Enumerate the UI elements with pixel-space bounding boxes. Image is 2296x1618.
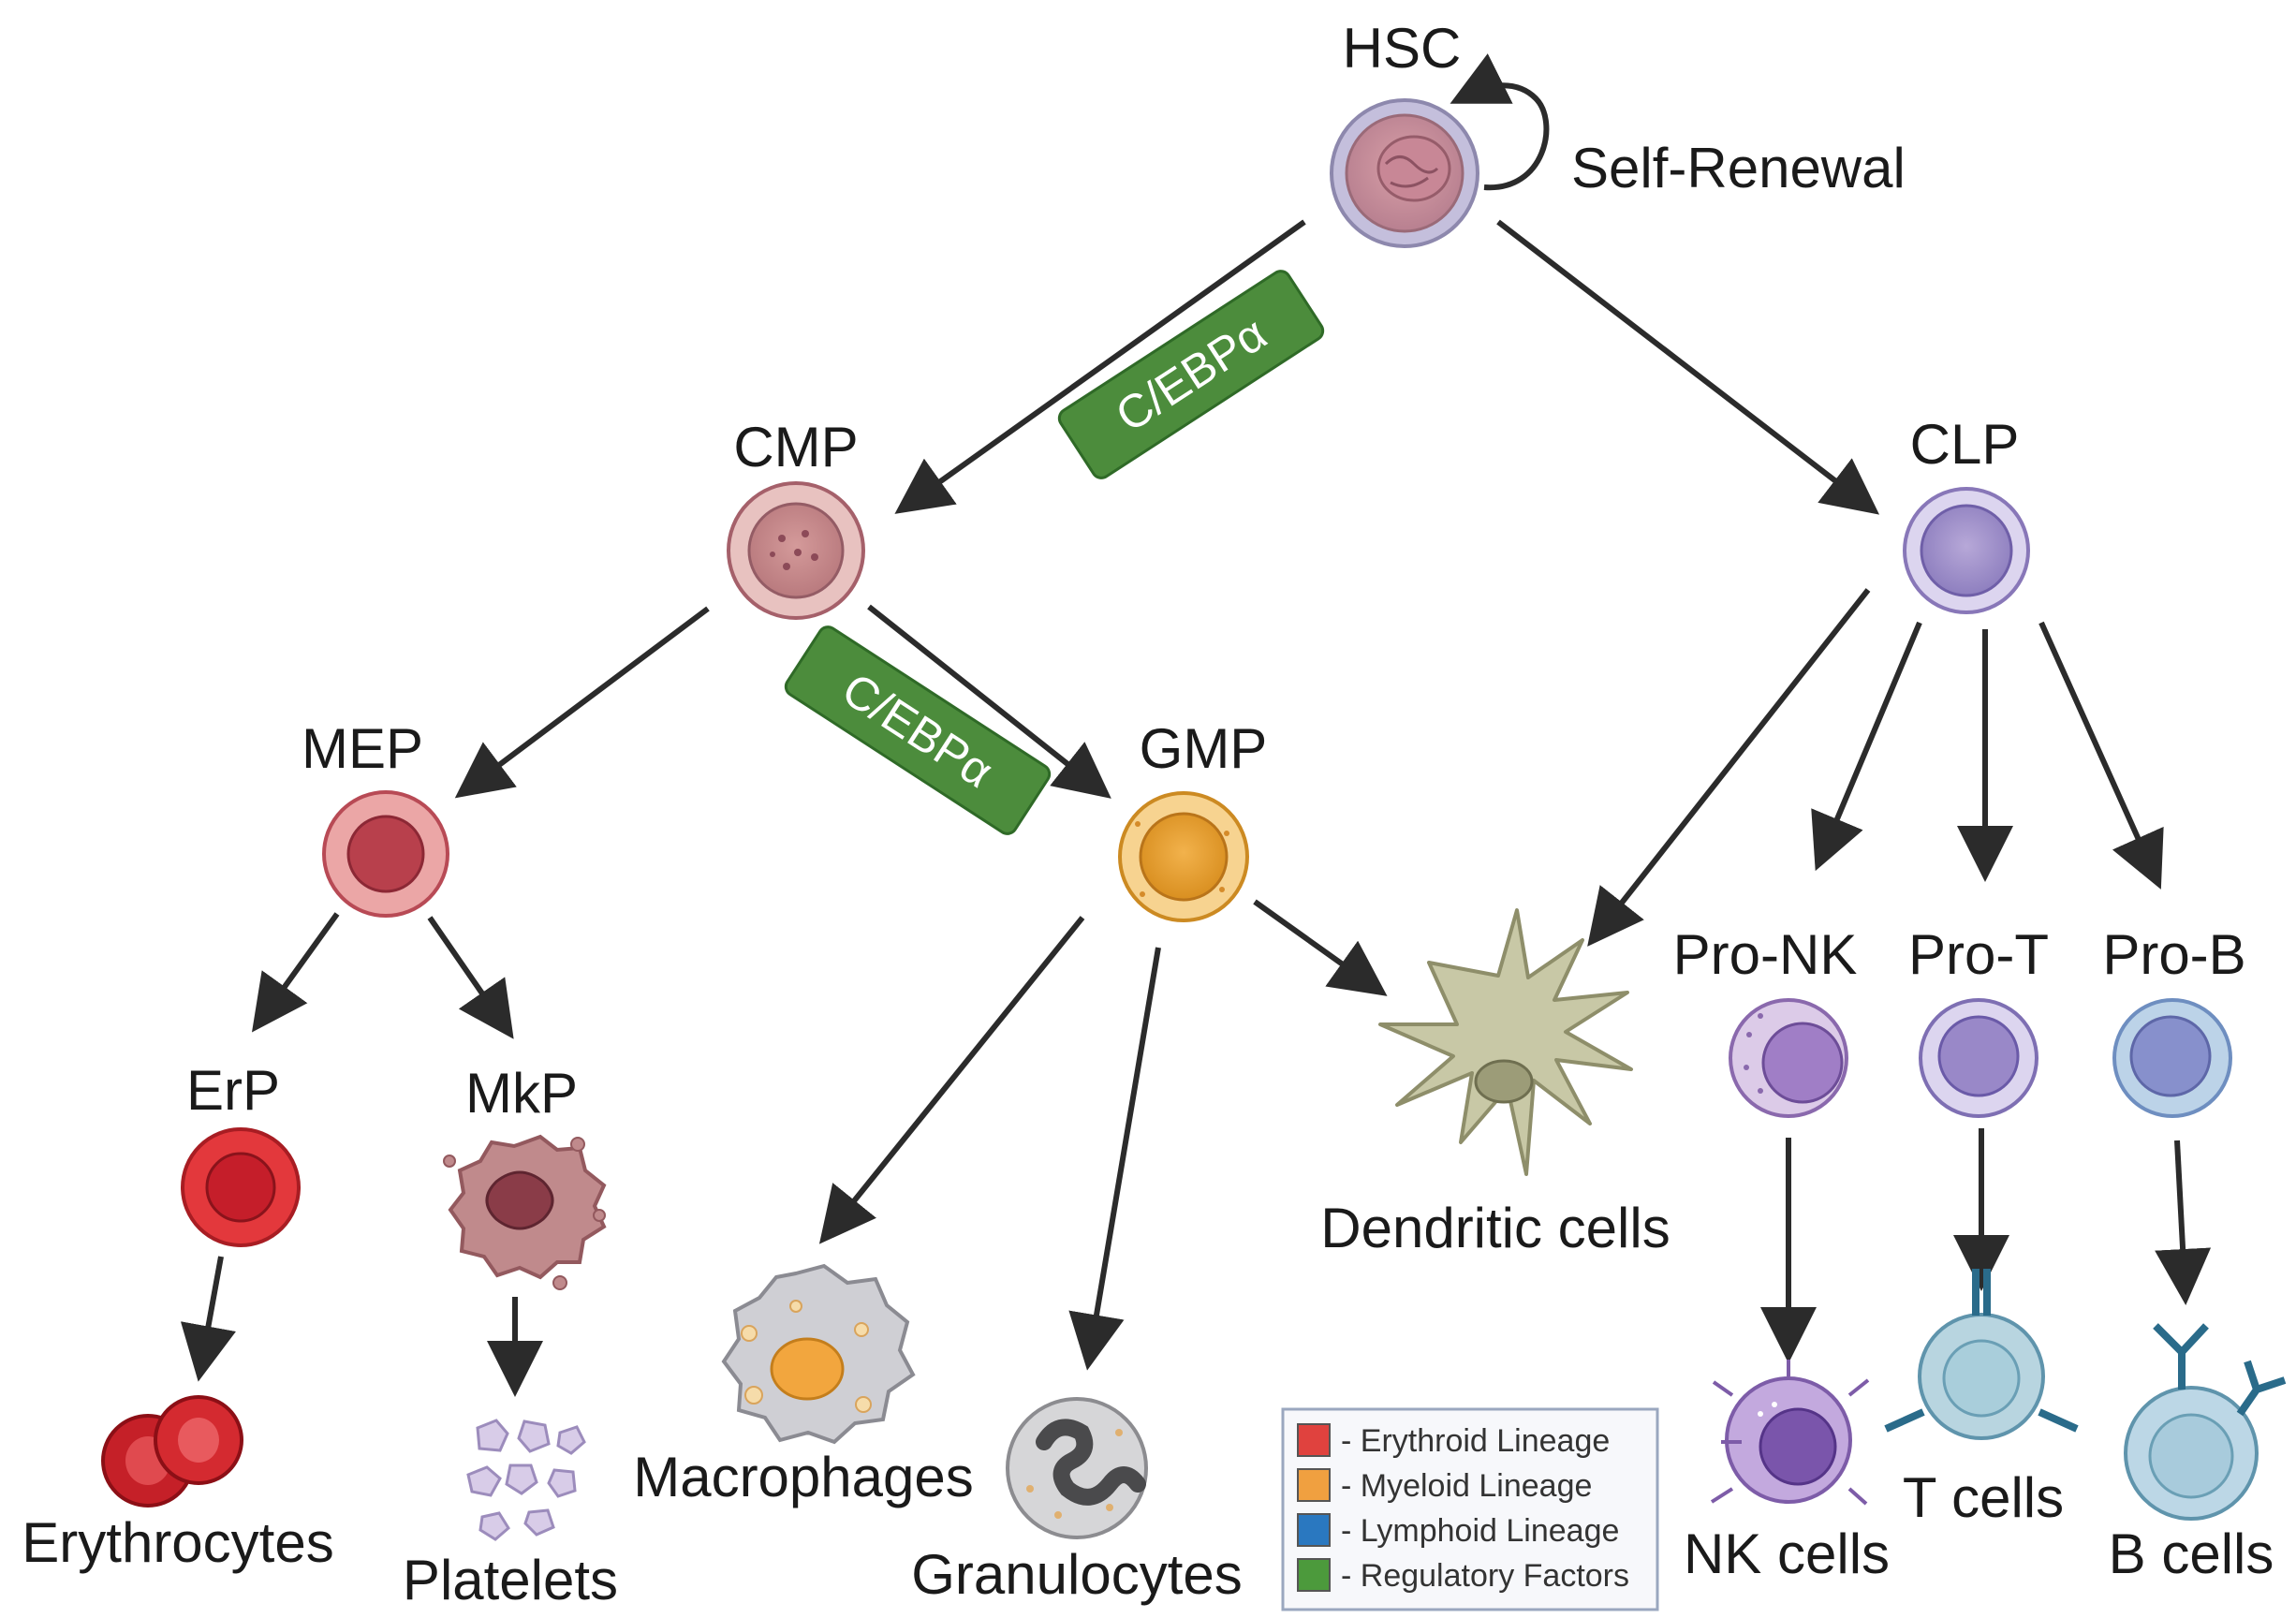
arrow-hsc-to-clp (1496, 219, 1880, 515)
arrow-clp-to-pro-nk (1811, 621, 1922, 872)
pro-t-cell-icon (1919, 998, 2038, 1118)
arrow-mep-to-erp (251, 912, 340, 1033)
legend-box (1281, 1407, 1659, 1611)
legend-swatch-lymphoid (1297, 1513, 1331, 1547)
legend-item-erythroid: - Erythroid Lineage (1297, 1423, 1610, 1459)
mkp-cell-icon (443, 1134, 607, 1290)
erp-cell-icon (181, 1127, 301, 1247)
legend-label-lymphoid: - Lymphoid Lineage (1341, 1513, 1619, 1549)
nk-cells-icon (1710, 1360, 1870, 1506)
legend-item-lymphoid: - Lymphoid Lineage (1297, 1513, 1619, 1549)
gmp-cell-icon (1118, 791, 1249, 922)
cmp-label: CMP (733, 416, 858, 478)
hsc-label: HSC (1343, 17, 1462, 80)
erp-label: ErP (186, 1059, 280, 1122)
clp-label: CLP (1910, 413, 2020, 476)
pro-b-label: Pro-B (2102, 923, 2245, 986)
self-renewal-label: Self-Renewal (1571, 137, 1906, 199)
gmp-label: GMP (1140, 717, 1268, 780)
granulocytes-label: Granulocytes (911, 1543, 1243, 1606)
mkp-label: MkP (465, 1062, 578, 1125)
pro-t-label: Pro-T (1908, 923, 2049, 986)
legend-label-regulatory: - Regulatory Factors (1341, 1558, 1629, 1594)
arrow-cmp-to-mep (454, 606, 710, 799)
legend: - Erythroid Lineage - Myeloid Lineage - … (1281, 1407, 1659, 1611)
legend-swatch-regulatory (1297, 1558, 1331, 1592)
t-cells-label: T cells (1903, 1466, 2064, 1529)
nk-cells-label: NK cells (1684, 1522, 1890, 1585)
dendritic-cells-label: Dendritic cells (1320, 1197, 1670, 1259)
legend-swatch-myeloid (1297, 1468, 1331, 1502)
legend-item-myeloid: - Myeloid Lineage (1297, 1468, 1592, 1504)
legend-label-erythroid: - Erythroid Lineage (1341, 1423, 1610, 1459)
mep-label: MEP (302, 717, 423, 780)
legend-swatch-erythroid (1297, 1423, 1331, 1457)
legend-item-regulatory: - Regulatory Factors (1297, 1558, 1629, 1594)
platelets-label: Platelets (403, 1549, 618, 1611)
b-cells-icon (2124, 1323, 2287, 1521)
mep-cell-icon (322, 790, 449, 918)
t-cells-icon (1884, 1269, 2079, 1440)
erythrocytes-icon (101, 1395, 243, 1508)
b-cells-label: B cells (2109, 1522, 2274, 1585)
legend-label-myeloid: - Myeloid Lineage (1341, 1468, 1592, 1504)
factor-tag-lower: C/EBPα (784, 625, 1052, 835)
pro-b-cell-icon (2112, 998, 2232, 1118)
arrows (180, 219, 2212, 1397)
cmp-cell-icon (727, 481, 865, 620)
arrow-gmp-to-macrophages (818, 916, 1085, 1244)
dendritic-cell-icon (1378, 908, 1633, 1176)
arrow-clp-to-pro-b (2038, 621, 2164, 890)
platelets-icon (466, 1419, 586, 1541)
erythrocytes-label: Erythrocytes (22, 1511, 333, 1574)
granulocytes-icon (1006, 1397, 1148, 1539)
arrow-clp-to-dendritic (1587, 588, 1871, 947)
macrophages-icon (721, 1263, 916, 1445)
self-renewal-arrow (1450, 53, 1550, 191)
arrow-erp-to-erythrocytes (180, 1256, 236, 1382)
arrow-gmp-to-dendritic (1253, 899, 1388, 996)
arrow-cmp-to-gmp (867, 604, 1111, 799)
clp-cell-icon (1903, 487, 2030, 614)
pro-nk-cell-icon (1729, 998, 1848, 1118)
arrow-mep-to-mkp (427, 916, 514, 1039)
arrow-gmp-to-granulocytes (1068, 947, 1161, 1371)
hsc-cell-icon (1330, 98, 1479, 248)
macrophages-label: Macrophages (633, 1446, 974, 1508)
arrow-pro-b-to-b (2155, 1140, 2212, 1305)
arrow-hsc-to-cmp (894, 219, 1306, 514)
pro-nk-label: Pro-NK (1673, 923, 1858, 986)
